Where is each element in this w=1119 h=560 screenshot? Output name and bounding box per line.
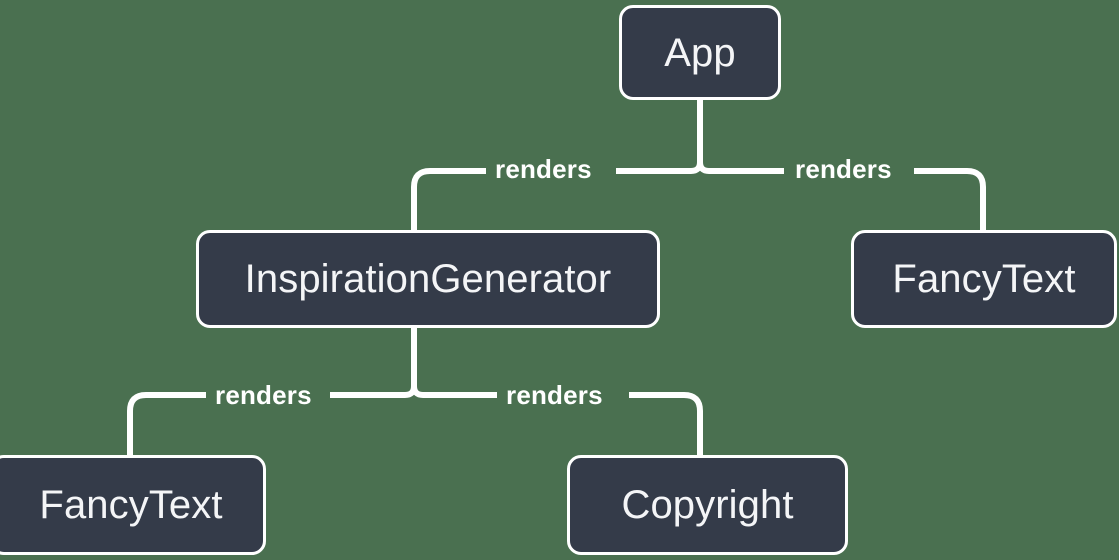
edge-app-inspirationgenerator: [411, 168, 486, 230]
node-inspirationgenerator-label: InspirationGenerator: [244, 257, 612, 301]
edge-inspirationgenerator-junction-right: [411, 379, 497, 398]
edge-inspirationgenerator-junction-left: [330, 379, 417, 398]
node-app[interactable]: App: [619, 5, 781, 100]
node-app-label: App: [664, 30, 736, 75]
node-fancytext-left[interactable]: FancyText: [0, 455, 266, 555]
edge-label-inspirationgenerator-copyright: renders: [506, 380, 603, 410]
node-fancytext-right[interactable]: FancyText: [851, 230, 1117, 328]
edge-inspirationgenerator-fancytext-left: [127, 392, 206, 455]
node-copyright-label: Copyright: [621, 483, 794, 527]
edge-app-fancytext-right: [914, 168, 986, 230]
edge-label-app-fancytext-right: renders: [795, 154, 892, 184]
edge-inspirationgenerator-copyright: [629, 392, 703, 455]
node-copyright[interactable]: Copyright: [567, 455, 848, 555]
node-fancytext-left-label: FancyText: [39, 483, 223, 527]
edge-app-junction-left: [616, 155, 703, 174]
node-inspirationgenerator[interactable]: InspirationGenerator: [196, 230, 660, 328]
edge-app-junction-right: [697, 155, 784, 174]
node-fancytext-right-label: FancyText: [892, 257, 1076, 301]
edge-label-app-inspirationgenerator: renders: [495, 154, 592, 184]
edge-label-inspirationgenerator-fancytext-left: renders: [215, 380, 312, 410]
